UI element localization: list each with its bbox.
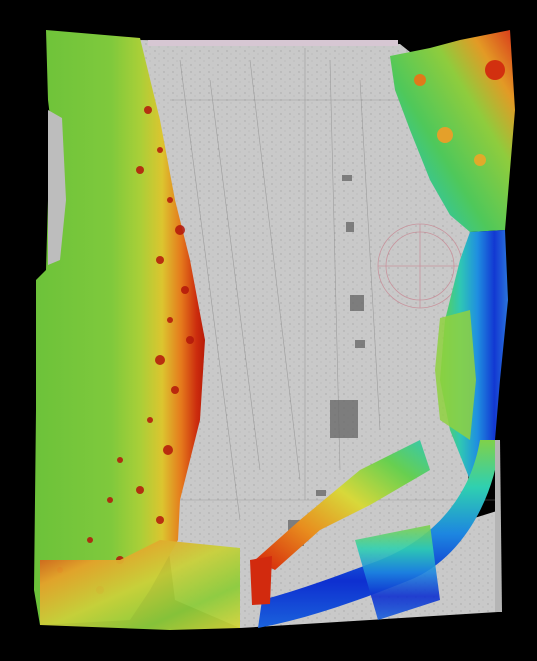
- east-deep-channel-bathymetry: [435, 230, 508, 480]
- east-margin-strip: [495, 440, 502, 612]
- southwest-shelf-bathymetry: [40, 540, 240, 630]
- southern-trough-bathymetry: [258, 440, 500, 628]
- west-shelf-bathymetry: [34, 30, 205, 625]
- chart-header-strip: [148, 40, 398, 46]
- strait-bathymetry: [250, 440, 430, 605]
- northeast-bathymetry: [390, 30, 515, 232]
